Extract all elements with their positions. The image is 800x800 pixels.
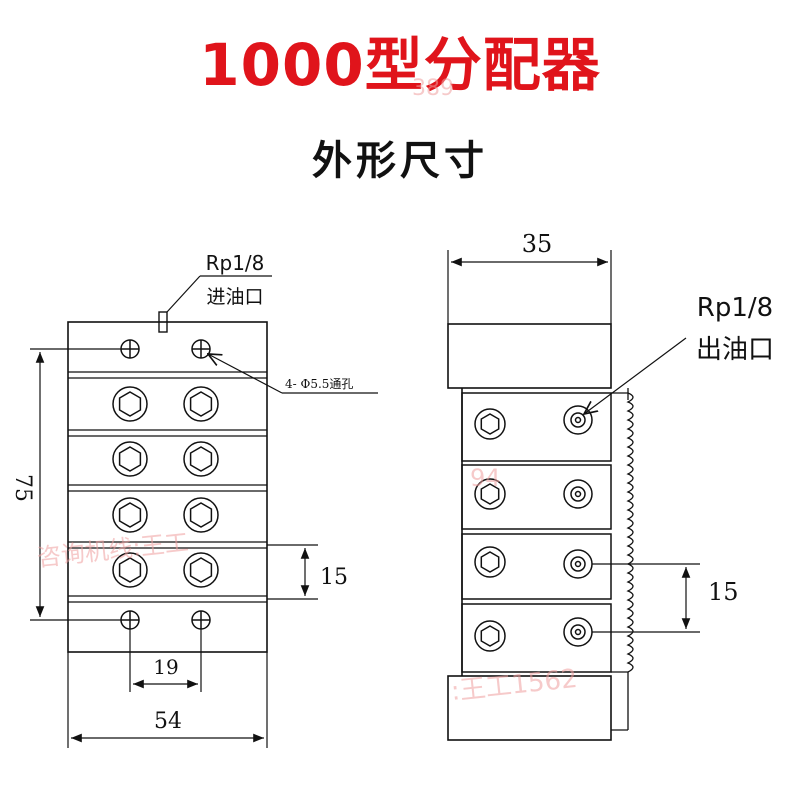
hex-plug [183, 386, 219, 422]
mounting-hole [191, 339, 211, 359]
hex-plug [112, 386, 148, 422]
height-dimension-label: 75 [10, 474, 35, 502]
hole-spacing-dimension [129, 629, 202, 692]
hex-plug [112, 497, 148, 533]
side-top-block [447, 323, 612, 389]
mounting-hole [120, 339, 140, 359]
outlet-thread-label: Rp1/8 [697, 293, 773, 323]
side-section [461, 603, 612, 673]
hex-plug [474, 408, 506, 440]
hex-plug [183, 497, 219, 533]
inlet-leader [166, 275, 201, 313]
side-view [447, 250, 700, 741]
inlet-port [158, 311, 168, 333]
watermark-mid: 94 [470, 464, 501, 492]
watermark-left: 咨询机线:王工 [36, 528, 190, 572]
front-view [30, 275, 378, 748]
outlet-port [563, 405, 593, 435]
watermark-right: :王工1562 [450, 664, 579, 707]
side-section [461, 533, 612, 600]
width-dimension-label: 54 [154, 709, 182, 734]
mounting-hole [191, 610, 211, 630]
outlet-leader [584, 337, 687, 414]
side-section [461, 392, 612, 462]
outlet-label: 出油口 [696, 335, 774, 365]
page-title: 1000型分配器 [199, 31, 601, 99]
outlet-port [563, 617, 593, 647]
hole-spacing-label: 19 [153, 655, 178, 679]
side-sections [461, 392, 612, 673]
hex-plug [474, 546, 506, 578]
hex-plug [474, 478, 506, 510]
hole-callout-label: 4- Φ5.5通孔 [285, 377, 353, 391]
side-hex-plugs [474, 408, 506, 652]
depth-dimension-label: 35 [522, 230, 553, 258]
hex-plug [474, 620, 506, 652]
front-section-lines [68, 371, 267, 603]
hex-plug [183, 552, 219, 588]
watermark-top: 389 [412, 76, 454, 101]
side-pitch-label: 15 [708, 578, 739, 606]
outlet-port [563, 479, 593, 509]
outlet-port [563, 549, 593, 579]
inlet-thread-label: Rp1/8 [206, 251, 265, 275]
side-section [461, 464, 612, 530]
hex-plug [183, 441, 219, 477]
front-pitch-label: 15 [320, 565, 348, 590]
hex-plug [112, 441, 148, 477]
hex-plug [112, 552, 148, 588]
side-pitch-dimension [592, 563, 700, 633]
height-dimension [30, 348, 121, 621]
width-dimension [67, 652, 268, 748]
hex-plugs [112, 386, 219, 588]
page-subtitle: 外形尺寸 [312, 138, 488, 184]
depth-dimension [447, 250, 612, 324]
outlet-ports [563, 405, 593, 647]
inlet-label: 进油口 [206, 286, 263, 308]
piston-caps [611, 388, 634, 731]
mounting-hole [120, 610, 140, 630]
side-bottom-block [447, 675, 612, 741]
front-pitch-dimension [267, 544, 318, 600]
hole-callout-leader [208, 354, 283, 394]
